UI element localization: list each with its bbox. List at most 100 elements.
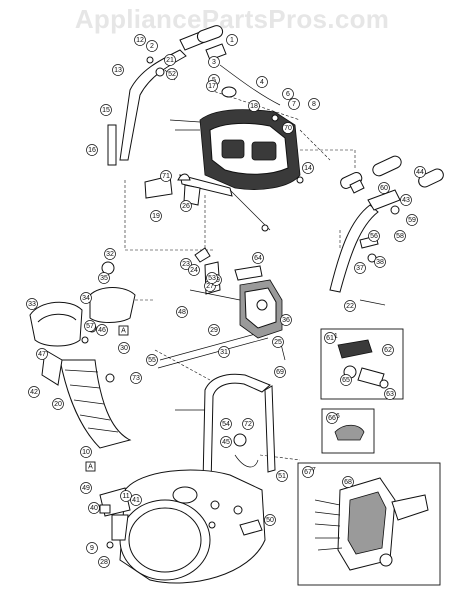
callout-circle — [344, 300, 356, 312]
callout-58: 58 — [394, 230, 406, 242]
callout-number: 13 — [114, 67, 122, 74]
callout-number: 54 — [222, 421, 230, 428]
callout-circle — [26, 298, 38, 310]
callout-circle — [176, 306, 188, 318]
callout-circle — [340, 374, 352, 386]
callout-number: 17 — [208, 83, 216, 90]
callout-number: 20 — [54, 401, 62, 408]
callout-number: 24 — [190, 267, 198, 274]
callout-number: 4 — [260, 79, 264, 86]
callout-number: 44 — [416, 169, 424, 176]
callout-circle — [164, 54, 176, 66]
callout-13: 13 — [112, 64, 124, 76]
callout-number: 30 — [120, 345, 128, 352]
callout-50: 50 — [264, 514, 276, 526]
callout-number: 46 — [98, 327, 106, 334]
callout-circle — [220, 418, 232, 430]
callout-circle — [406, 214, 418, 226]
callout-72: 72 — [242, 418, 254, 430]
callout-number: 18 — [250, 103, 258, 110]
callout-circle — [354, 262, 366, 274]
callout-circle — [118, 342, 130, 354]
callout-circle — [150, 210, 162, 222]
callout-26: 26 — [180, 200, 192, 212]
callout-number: 12 — [136, 37, 144, 44]
callout-circle — [96, 324, 108, 336]
callout-number: 41 — [132, 497, 140, 504]
callout-28: 28 — [98, 556, 110, 568]
callout-circle — [146, 40, 158, 52]
callout-65: 65 — [340, 374, 352, 386]
callout-circle — [100, 104, 112, 116]
marker-a-lower: A — [88, 464, 93, 471]
callout-number: 50 — [266, 517, 274, 524]
callout-64: 64 — [252, 252, 264, 264]
callout-number: 31 — [220, 349, 228, 356]
callout-29: 29 — [208, 324, 220, 336]
callout-circle — [166, 68, 178, 80]
callout-47: 47 — [36, 348, 48, 360]
callout-circle — [400, 194, 412, 206]
callout-67: 67 — [302, 466, 314, 478]
callout-37: 37 — [354, 262, 366, 274]
callout-circle — [36, 348, 48, 360]
callout-circle — [208, 56, 220, 68]
callout-63: 63 — [384, 388, 396, 400]
callout-circle — [282, 122, 294, 134]
callout-circle — [324, 332, 336, 344]
callout-circle — [206, 80, 218, 92]
callout-16: 16 — [86, 144, 98, 156]
callout-57: 57 — [84, 320, 96, 332]
upper-handle — [107, 25, 281, 166]
callout-number: 7 — [292, 101, 296, 108]
callout-9: 9 — [86, 542, 98, 554]
callout-number: 64 — [254, 255, 262, 262]
callout-32: 32 — [104, 248, 116, 260]
callout-34: 34 — [80, 292, 92, 304]
callout-circle — [188, 264, 200, 276]
callout-10: 10 — [80, 446, 92, 458]
callout-circle — [326, 412, 338, 424]
callout-71: 71 — [160, 170, 172, 182]
callout-53: 53 — [206, 272, 218, 284]
callout-number: 21 — [166, 57, 174, 64]
callout-circle — [384, 388, 396, 400]
callout-circle — [80, 292, 92, 304]
callout-55: 55 — [146, 354, 158, 366]
callout-circle — [394, 230, 406, 242]
callout-number: 28 — [100, 559, 108, 566]
callout-circle — [112, 64, 124, 76]
callout-circle — [146, 354, 158, 366]
callout-number: 34 — [82, 295, 90, 302]
callout-number: 10 — [82, 449, 90, 456]
callout-54: 54 — [220, 418, 232, 430]
gearbox — [234, 265, 289, 361]
callout-circle — [276, 470, 288, 482]
callout-12: 12 — [134, 34, 146, 46]
callout-1: 1 — [226, 34, 238, 46]
callout-number: 68 — [344, 479, 352, 486]
callout-number: 25 — [274, 339, 282, 346]
callout-circle — [274, 366, 286, 378]
callout-41: 41 — [130, 494, 142, 506]
callout-number: 42 — [30, 389, 38, 396]
callout-number: 1 — [230, 37, 234, 44]
reference-markers: A A — [85, 325, 129, 472]
callout-number: 38 — [376, 259, 384, 266]
callout-number: 56 — [370, 233, 378, 240]
callout-circle — [288, 98, 300, 110]
callout-48: 48 — [176, 306, 188, 318]
callout-21: 21 — [164, 54, 176, 66]
callout-circle — [374, 256, 386, 268]
callout-circle — [252, 252, 264, 264]
callout-number: 70 — [284, 125, 292, 132]
callout-number: 72 — [244, 421, 252, 428]
callout-number: 60 — [380, 185, 388, 192]
callout-circle — [218, 346, 230, 358]
callout-circle — [88, 502, 100, 514]
callout-number: 16 — [88, 147, 96, 154]
callout-number: 26 — [182, 203, 190, 210]
callout-31: 31 — [218, 346, 230, 358]
callout-38: 38 — [374, 256, 386, 268]
